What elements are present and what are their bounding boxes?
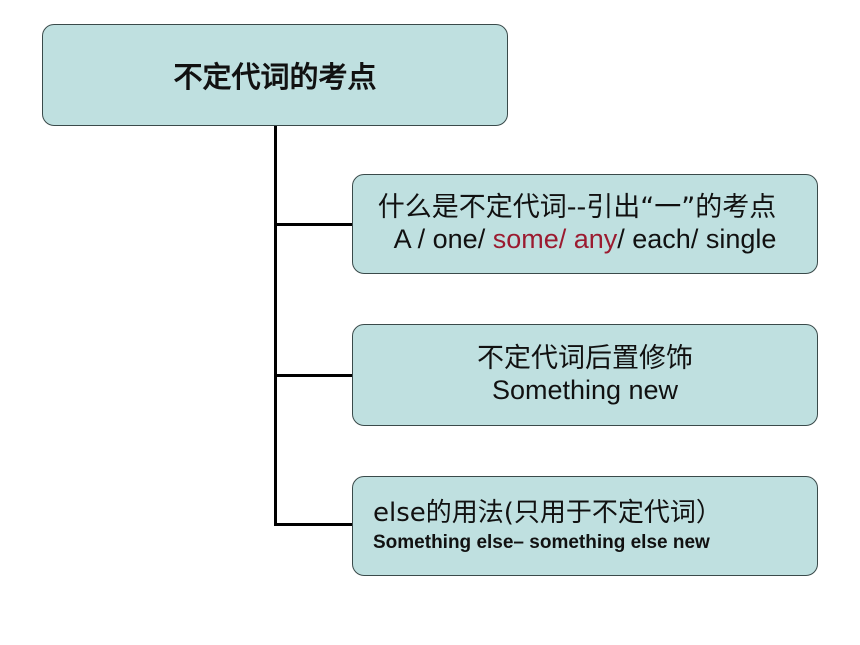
root-title: 不定代词的考点	[173, 60, 377, 94]
branch-node-1: 什么是不定代词--引出“一”的考点 A / one/ some/ any/ ea…	[352, 174, 818, 274]
branch-1-subtitle: A / one/ some/ any/ each/ single	[394, 224, 777, 256]
branch-3-subtitle: Something else– something else new	[373, 532, 710, 554]
branch-1-sub-part-a: A / one/	[393, 224, 493, 254]
connector-branch-3	[274, 523, 352, 526]
connector-branch-1	[274, 223, 352, 226]
root-node: 不定代词的考点	[42, 24, 508, 126]
connector-branch-2	[274, 374, 352, 377]
branch-1-title: 什么是不定代词--引出“一”的考点	[377, 192, 777, 224]
connector-trunk	[274, 126, 277, 526]
branch-2-title: 不定代词后置修饰	[477, 343, 693, 375]
branch-node-3: else的用法(只用于不定代词） Something else– somethi…	[352, 476, 818, 576]
branch-1-sub-part-c: / each/ single	[617, 224, 777, 254]
branch-node-2: 不定代词后置修饰 Something new	[352, 324, 818, 426]
branch-1-sub-highlight: some/ any	[492, 224, 618, 254]
branch-2-subtitle: Something new	[491, 375, 679, 405]
branch-3-title: else的用法(只用于不定代词）	[373, 497, 722, 528]
